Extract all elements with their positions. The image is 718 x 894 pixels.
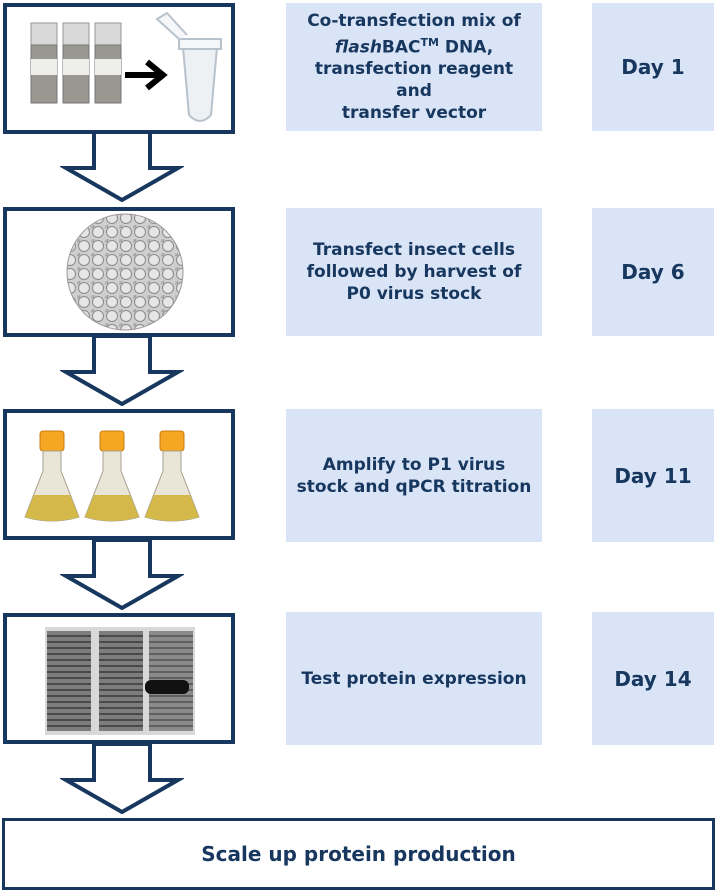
step1-desc-dna: DNA, <box>438 37 494 58</box>
final-step-box: Scale up protein production <box>2 818 715 890</box>
step1-image-box <box>3 3 235 134</box>
step4-day: Day 14 <box>592 612 714 745</box>
step3-description: Amplify to P1 virus stock and qPCR titra… <box>286 409 542 542</box>
tubes-to-microtube-icon <box>30 11 222 122</box>
step1-desc-line1: Co-transfection mix of <box>307 10 521 31</box>
step1-day: Day 1 <box>592 3 714 131</box>
step2-image-box <box>3 207 235 337</box>
arrow-down-icon <box>60 744 184 814</box>
step1-desc-flash: flash <box>334 37 382 58</box>
step4-description: Test protein expression <box>286 612 542 745</box>
step3-image-box <box>3 409 235 540</box>
insect-cells-micrograph-icon <box>66 213 184 331</box>
step1-desc-tm: TM <box>420 35 439 49</box>
step1-desc-line4: transfer vector <box>341 103 487 124</box>
step4-image-box <box>3 613 235 744</box>
three-flasks-icon <box>24 430 200 522</box>
protein-gel-icon <box>45 627 195 735</box>
step2-day: Day 6 <box>592 208 714 336</box>
arrow-down-icon <box>60 336 184 406</box>
step1-desc-line3: transfection reagent and <box>314 59 514 102</box>
step3-day: Day 11 <box>592 409 714 542</box>
arrow-down-icon <box>60 132 184 202</box>
step2-description: Transfect insect cells followed by harve… <box>286 208 542 336</box>
step1-desc-bac: BAC <box>381 37 421 58</box>
arrow-down-icon <box>60 540 184 610</box>
step1-description: Co-transfection mix of flashBACTM DNA, t… <box>286 3 542 131</box>
